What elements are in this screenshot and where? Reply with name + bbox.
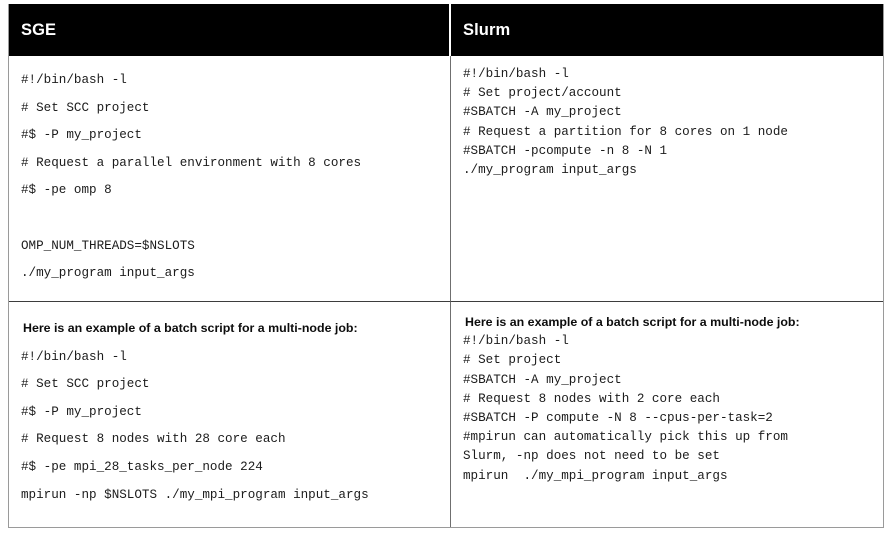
cell-sge-multi-node: Here is an example of a batch script for… [9, 302, 451, 527]
code-block-slurm-multi-node: #!/bin/bash -l # Set project #SBATCH -A … [463, 334, 788, 483]
intro-text-sge-multi-node: Here is an example of a batch script for… [23, 321, 358, 335]
cell-slurm-single-node: #!/bin/bash -l # Set project/account #SB… [451, 56, 883, 302]
cell-sge-single-node: #!/bin/bash -l # Set SCC project #$ -P m… [9, 56, 451, 302]
intro-text-slurm-multi-node: Here is an example of a batch script for… [465, 315, 800, 329]
comparison-table: SGE Slurm #!/bin/bash -l # Set SCC proje… [8, 4, 884, 528]
code-block-sge-single-node: #!/bin/bash -l # Set SCC project #$ -P m… [21, 73, 362, 281]
code-block-sge-multi-node: #!/bin/bash -l # Set SCC project #$ -P m… [21, 349, 369, 502]
column-header-sge-label: SGE [21, 20, 57, 39]
code-block-slurm-single-node: #!/bin/bash -l # Set project/account #SB… [463, 67, 788, 178]
table-grid: SGE Slurm #!/bin/bash -l # Set SCC proje… [9, 4, 883, 527]
cell-slurm-multi-node: Here is an example of a batch script for… [451, 302, 883, 527]
column-header-slurm: Slurm [451, 4, 883, 56]
column-header-slurm-label: Slurm [463, 20, 511, 39]
column-header-sge: SGE [9, 4, 451, 56]
